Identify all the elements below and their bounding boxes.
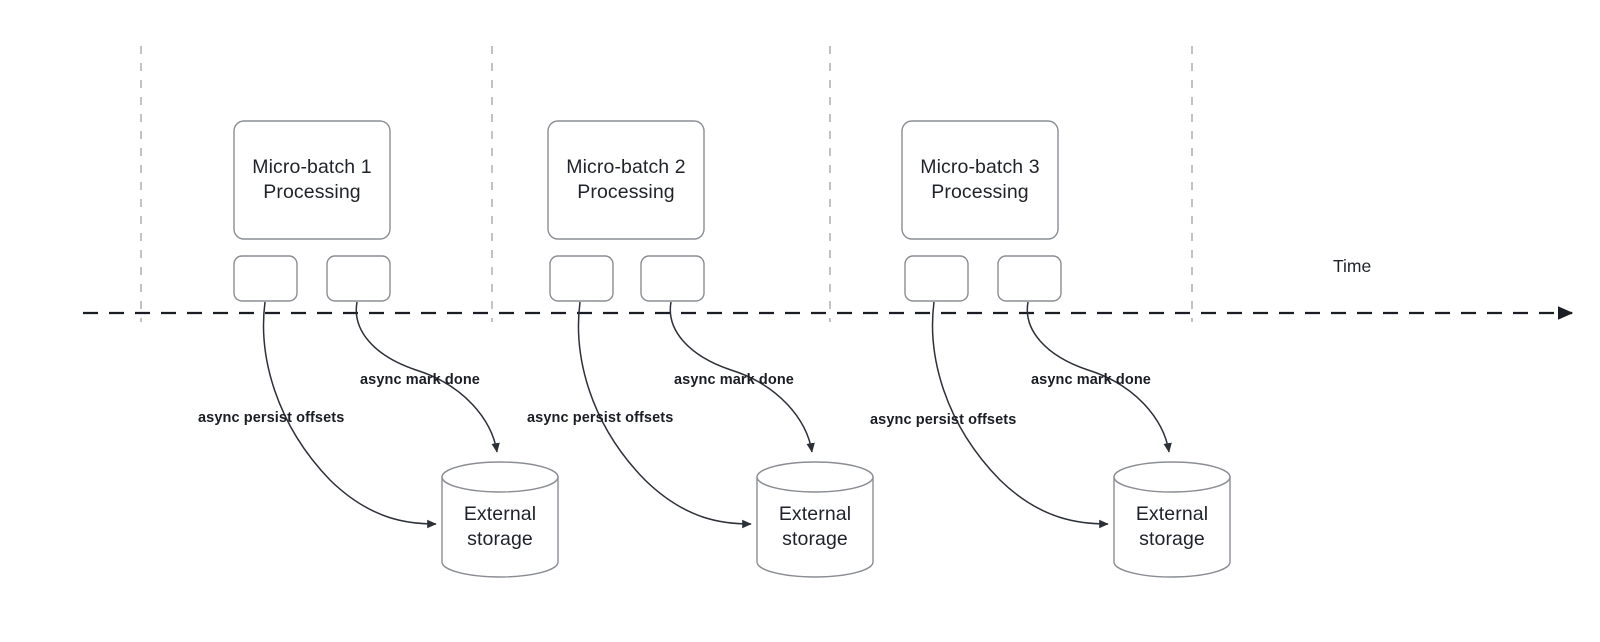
storage-cylinder-top [756, 461, 874, 493]
edge-async-persist-offsets [262, 301, 437, 529]
storage-cylinder-body[interactable] [441, 476, 559, 578]
micro-batch-box[interactable] [547, 120, 705, 240]
edge-async-persist-offsets [931, 301, 1109, 529]
edge-label-async-persist-offsets: async persist offsets [198, 410, 345, 426]
task-box-persist-offsets-task[interactable] [233, 255, 298, 302]
micro-batch-group-2 [547, 120, 874, 578]
edge-label-async-mark-done: async mark done [1031, 372, 1151, 388]
storage-cylinder-top [441, 461, 559, 493]
edge-label-async-mark-done: async mark done [674, 372, 794, 388]
edge-async-mark-done [355, 301, 500, 453]
edge-label-async-persist-offsets: async persist offsets [527, 410, 674, 426]
storage-cylinder-top [1113, 461, 1231, 493]
edge-async-mark-done [1026, 301, 1172, 453]
edge-async-mark-done [669, 301, 815, 453]
micro-batch-group-1 [233, 120, 559, 578]
edge-label-async-persist-offsets: async persist offsets [870, 412, 1017, 428]
storage-cylinder-body[interactable] [1113, 476, 1231, 578]
micro-batch-box[interactable] [901, 120, 1059, 240]
task-box-persist-offsets-task[interactable] [904, 255, 969, 302]
task-box-mark-done-task[interactable] [326, 255, 391, 302]
task-box-mark-done-task[interactable] [640, 255, 705, 302]
edge-async-persist-offsets [577, 301, 752, 529]
task-box-persist-offsets-task[interactable] [549, 255, 614, 302]
time-axis-label: Time [1333, 256, 1372, 276]
micro-batch-group-3 [901, 120, 1231, 578]
micro-batch-box[interactable] [233, 120, 391, 240]
edge-label-async-mark-done: async mark done [360, 372, 480, 388]
task-box-mark-done-task[interactable] [997, 255, 1062, 302]
storage-cylinder-body[interactable] [756, 476, 874, 578]
